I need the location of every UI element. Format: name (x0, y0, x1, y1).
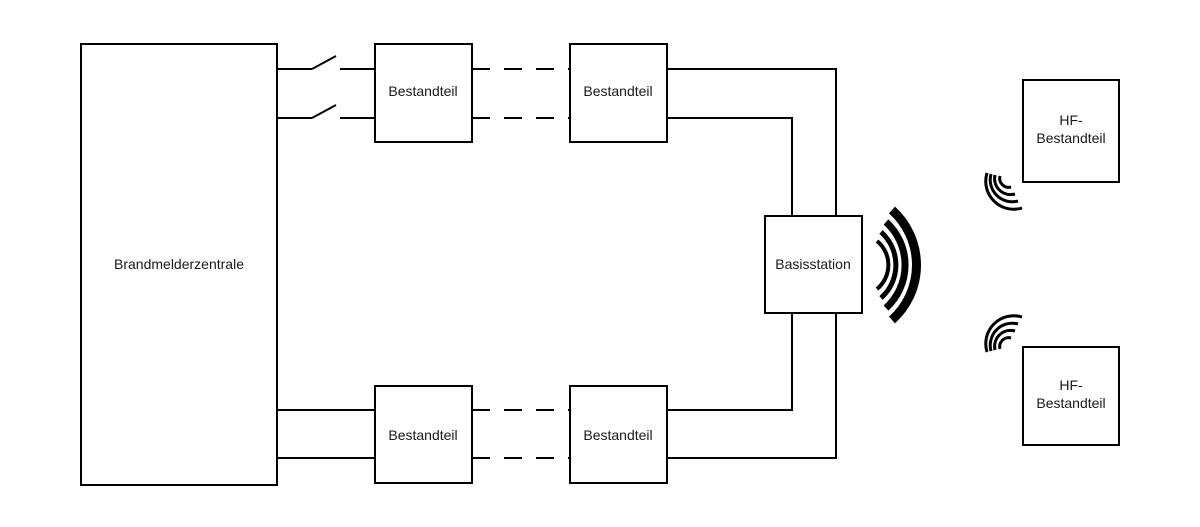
component-label: Bestandteil (583, 427, 652, 443)
bottom-outer-return (667, 313, 837, 459)
component-bottom-right: Bestandteil (569, 385, 668, 484)
rf-component-label-line2: Bestandteil (1036, 130, 1105, 146)
rf-component-label-line1: HF- (1059, 377, 1083, 393)
top-switch-1 (311, 55, 337, 70)
rf-signal-bottom-icon (984, 314, 1023, 353)
top-switch-2 (311, 104, 337, 119)
rf-component-top: HF- Bestandteil (1022, 79, 1120, 183)
component-top-left: Bestandteil (374, 43, 473, 143)
component-bottom-left: Bestandteil (374, 385, 473, 484)
component-label: Bestandteil (388, 427, 457, 443)
rf-component-label-line1: HF- (1059, 112, 1083, 128)
component-top-right: Bestandteil (569, 43, 668, 143)
base-station: Basisstation (764, 215, 863, 314)
fire-alarm-panel-label: Brandmelderzentrale (114, 256, 244, 272)
fire-alarm-panel: Brandmelderzentrale (80, 43, 278, 486)
component-label: Bestandteil (388, 83, 457, 99)
bottom-inner-return (667, 313, 793, 411)
rf-component-label-line2: Bestandteil (1036, 395, 1105, 411)
base-station-signal-icon (875, 206, 921, 324)
component-label: Bestandteil (583, 83, 652, 99)
rf-signal-top-icon (984, 172, 1023, 211)
top-outer-return (667, 68, 837, 216)
top-inner-return (667, 117, 793, 216)
rf-component-bottom: HF- Bestandteil (1022, 346, 1120, 446)
wiring (277, 55, 837, 459)
base-station-label: Basisstation (775, 256, 850, 272)
